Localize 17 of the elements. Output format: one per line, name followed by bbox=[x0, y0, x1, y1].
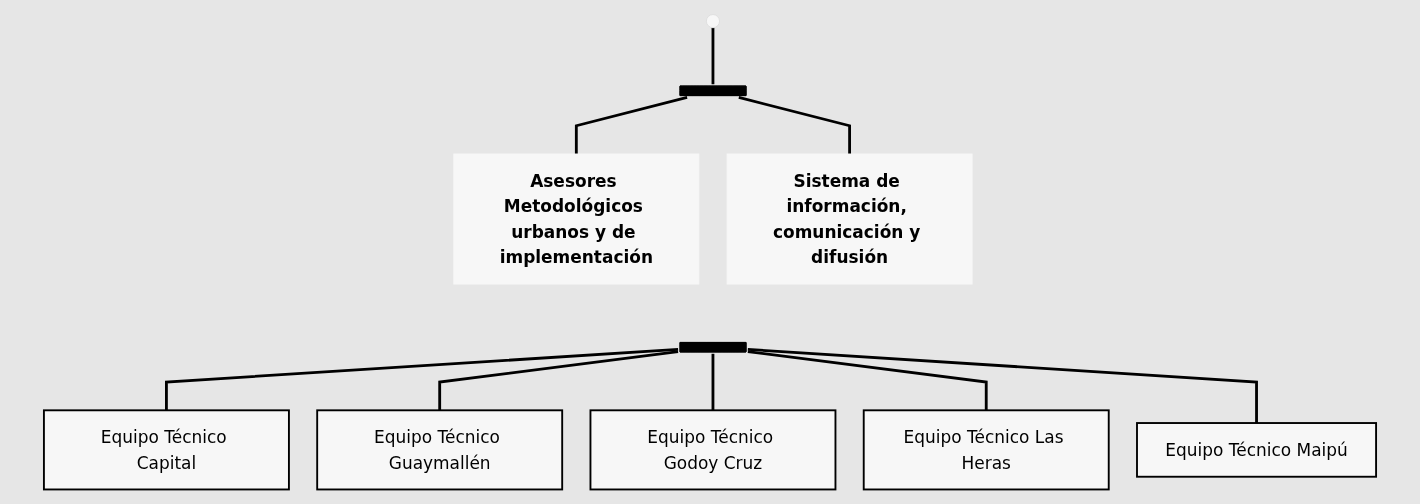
connector-line bbox=[747, 350, 988, 411]
connector-line bbox=[747, 348, 1258, 424]
connector-line bbox=[711, 27, 715, 85]
org-box: Sistema de información, comunicación y difusión bbox=[726, 153, 973, 285]
connector-line bbox=[711, 353, 715, 411]
connector-line bbox=[165, 348, 679, 411]
team-box: Equipo Técnico Guaymallén bbox=[316, 409, 564, 491]
connector-bar bbox=[679, 342, 747, 353]
org-box: Asesores Metodológicos urbanos y de implementación bbox=[453, 153, 700, 285]
connector-bar bbox=[679, 85, 747, 97]
team-box: Equipo Técnico Capital bbox=[43, 409, 290, 491]
connector-line bbox=[738, 96, 851, 154]
team-box: Equipo Técnico Godoy Cruz bbox=[589, 409, 837, 491]
team-box: Equipo Técnico Maipú bbox=[1136, 422, 1377, 478]
connector-line bbox=[574, 96, 688, 154]
connector-line bbox=[438, 350, 679, 411]
team-box: Equipo Técnico Las Heras bbox=[862, 409, 1110, 491]
